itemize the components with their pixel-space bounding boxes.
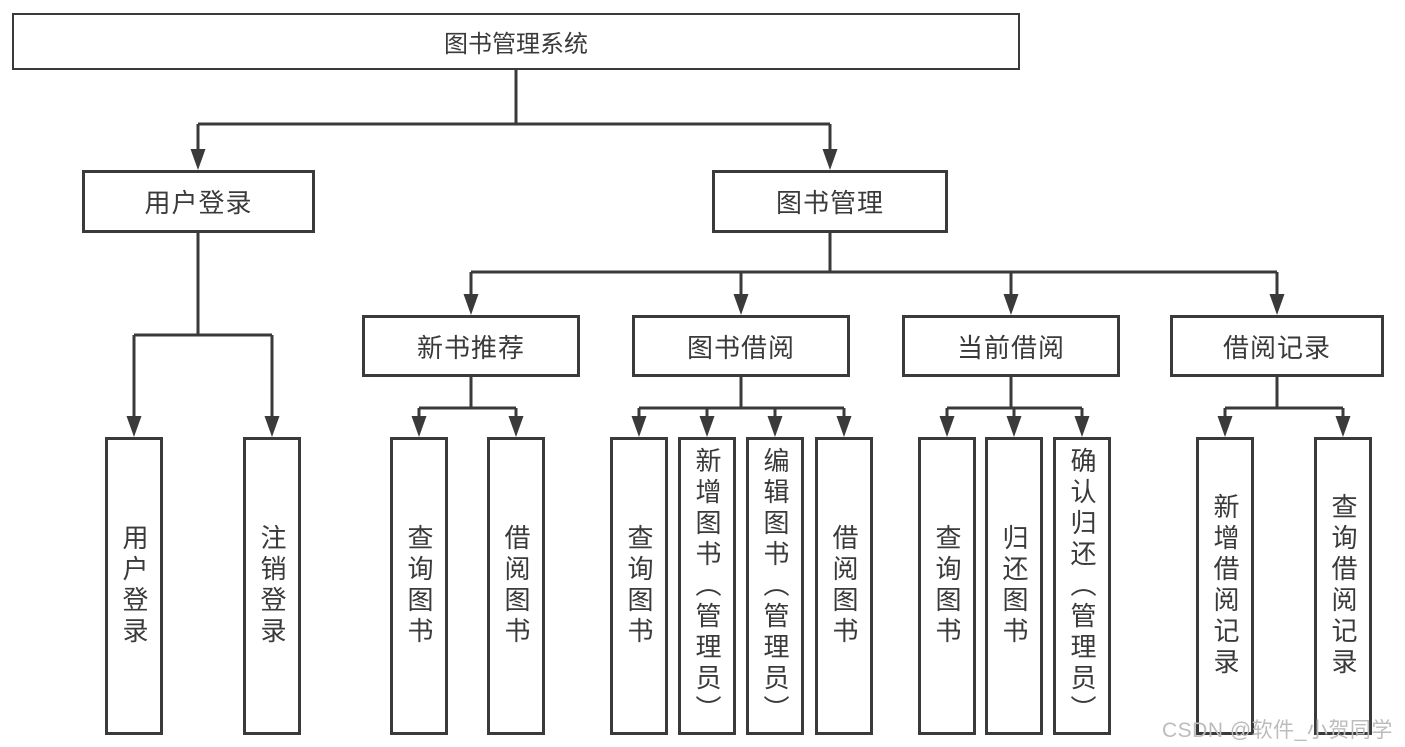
node-label: 归还图书	[999, 524, 1029, 648]
node-add-books-admin: 新增图书（管理员）	[678, 437, 736, 735]
node-add-borrow-record: 新增借阅记录	[1196, 437, 1254, 735]
node-query-books-borrowing: 查询图书	[610, 437, 668, 735]
node-book-management: 图书管理	[712, 170, 948, 233]
node-label: 查询图书	[932, 524, 962, 648]
node-new-book-recommendation: 新书推荐	[362, 315, 580, 377]
node-query-borrow-record: 查询借阅记录	[1314, 437, 1372, 735]
node-label: 确认归还（管理员）	[1067, 446, 1097, 726]
node-label: 编辑图书（管理员）	[760, 446, 790, 726]
node-return-books: 归还图书	[985, 437, 1043, 735]
node-label: 借阅图书	[829, 524, 859, 648]
node-label: 当前借阅	[956, 332, 1065, 363]
node-label: 新增图书（管理员）	[692, 446, 722, 726]
node-borrow-books-recommend: 借阅图书	[487, 437, 545, 735]
node-label: 查询图书	[624, 524, 654, 648]
node-logout: 注销登录	[243, 437, 301, 735]
node-library-management-system: 图书管理系统	[12, 13, 1020, 70]
node-label: 查询借阅记录	[1328, 493, 1358, 679]
node-query-books-recommend: 查询图书	[390, 437, 448, 735]
node-label: 新书推荐	[416, 332, 525, 363]
node-label: 新增借阅记录	[1210, 493, 1240, 679]
node-label: 图书管理系统	[444, 31, 588, 58]
node-label: 图书借阅	[686, 332, 795, 363]
node-current-borrowing: 当前借阅	[902, 315, 1120, 377]
node-book-borrowing: 图书借阅	[632, 315, 850, 377]
node-borrowing-records: 借阅记录	[1170, 315, 1384, 377]
node-edit-books-admin: 编辑图书（管理员）	[746, 437, 804, 735]
node-query-books-current: 查询图书	[918, 437, 976, 735]
node-user-login: 用户登录	[82, 170, 315, 233]
node-user-login-leaf: 用户登录	[105, 437, 163, 735]
watermark-text: CSDN @软件_小贺同学	[1162, 719, 1393, 742]
node-borrow-books-borrowing: 借阅图书	[815, 437, 873, 735]
node-label: 借阅记录	[1222, 332, 1331, 363]
node-label: 用户登录	[119, 524, 149, 648]
node-label: 借阅图书	[501, 524, 531, 648]
node-label: 查询图书	[404, 524, 434, 648]
node-label: 注销登录	[257, 524, 287, 648]
node-label: 用户登录	[144, 188, 253, 218]
node-confirm-return-admin: 确认归还（管理员）	[1053, 437, 1111, 735]
node-label: 图书管理	[775, 188, 884, 218]
